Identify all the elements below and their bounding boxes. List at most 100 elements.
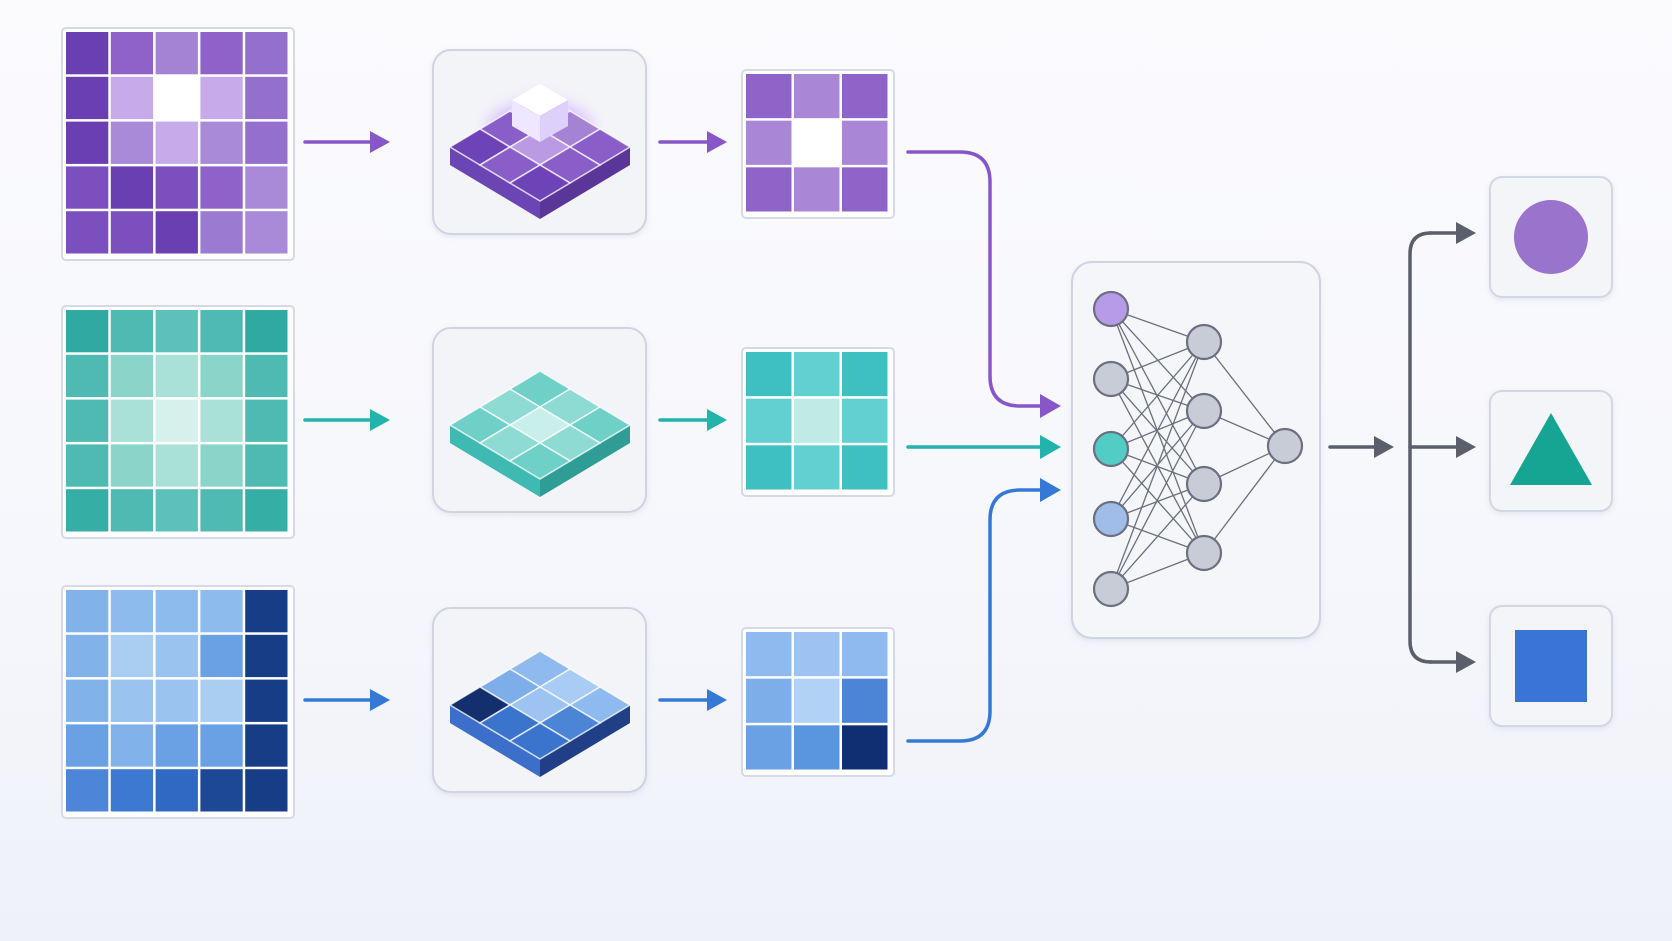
grid-cell: [794, 678, 840, 723]
grid-cell: [245, 679, 288, 722]
grid-cell: [842, 167, 888, 212]
grid-cell: [66, 211, 109, 254]
network-node: [1092, 360, 1130, 398]
grid-cell: [66, 679, 109, 722]
cube-right: [540, 100, 568, 142]
class-output-square: [1489, 605, 1613, 727]
network-node: [1092, 570, 1130, 608]
branch-arrow-2-head: [1456, 651, 1476, 673]
grid-cell: [746, 120, 792, 165]
highlight-cube: [512, 84, 568, 142]
grid-cell: [110, 310, 154, 353]
kernel-side-left: [450, 705, 540, 777]
grid-cell: [746, 678, 792, 723]
input-image-teal: [61, 305, 295, 539]
grid-cell: [842, 445, 888, 490]
grid-cell: [110, 211, 154, 254]
grid-cell: [155, 489, 198, 532]
grid-cell: [842, 632, 888, 677]
network-edge: [1110, 341, 1205, 520]
grid-cell: [746, 352, 792, 397]
grid-cell: [66, 399, 109, 442]
grid-cell: [245, 590, 288, 633]
network-edge: [1110, 483, 1205, 590]
feature-map-blue: [741, 627, 895, 777]
grid-cell: [110, 399, 154, 442]
grid-cell: [842, 398, 888, 443]
network-edge: [1203, 341, 1286, 447]
grid-cell: [155, 310, 198, 353]
grid-cell: [794, 74, 840, 119]
kernel-side-left: [450, 425, 540, 497]
class-branches: [1408, 222, 1476, 673]
grid-cell: [155, 76, 198, 120]
grid-cell: [794, 725, 840, 770]
triangle-icon: [1510, 413, 1592, 485]
grid-cell: [794, 445, 840, 490]
kernel-side-left: [450, 147, 540, 219]
grid-cell: [245, 489, 288, 532]
network-node: [1092, 500, 1130, 538]
grid-cell: [794, 120, 840, 165]
arrow-kernel-to-map-blue-head: [707, 689, 727, 711]
kernel-side-right: [540, 147, 630, 219]
grid-cell: [155, 399, 198, 442]
link-blue-head: [1040, 478, 1061, 502]
grid-cell: [245, 121, 288, 164]
grid-cell: [66, 354, 109, 398]
grid-cell: [66, 310, 109, 353]
link-purple-to-network: [906, 150, 1042, 408]
grid-cell: [200, 211, 243, 254]
kernel-side-right: [540, 425, 630, 497]
grid-cell: [200, 769, 243, 812]
grid-cell: [245, 769, 288, 812]
grid-cell: [110, 121, 154, 164]
grid-cell: [245, 399, 288, 442]
grid-cell: [110, 76, 154, 120]
grid-cell: [66, 724, 109, 767]
kernel-cell: [508, 722, 572, 760]
kernel-cell: [508, 164, 572, 202]
grid-cell: [155, 590, 198, 633]
feature-map-purple: [741, 69, 895, 219]
grid-cell: [66, 444, 109, 487]
grid-cell: [155, 211, 198, 254]
grid-cell: [110, 354, 154, 398]
grid-cell: [155, 634, 198, 678]
arrow-input-to-kernel-blue-head: [370, 689, 390, 711]
kernel-cell: [508, 442, 572, 480]
grid-cell: [200, 444, 243, 487]
class-output-triangle: [1489, 390, 1613, 512]
network-node: [1266, 427, 1304, 465]
grid-cell: [200, 310, 243, 353]
grid-cell: [155, 32, 198, 75]
grid-cell: [155, 724, 198, 767]
network-edge: [1110, 410, 1205, 590]
cube-left: [512, 100, 540, 142]
kernel-side-right: [540, 705, 630, 777]
grid-cell: [842, 678, 888, 723]
network-node: [1185, 323, 1223, 361]
arrow-kernel-to-map-purple-head: [707, 131, 727, 153]
network-node: [1185, 465, 1223, 503]
network-edge: [1203, 445, 1286, 554]
grid-cell: [245, 724, 288, 767]
square-icon: [1515, 630, 1587, 702]
grid-cell: [110, 489, 154, 532]
link-purple-head: [1040, 394, 1061, 418]
grid-cell: [746, 445, 792, 490]
grid-cell: [200, 489, 243, 532]
grid-cell: [746, 632, 792, 677]
grid-cell: [155, 769, 198, 812]
grid-cell: [746, 74, 792, 119]
grid-cell: [746, 398, 792, 443]
grid-cell: [200, 399, 243, 442]
kernel-teal: [448, 370, 632, 497]
grid-cell: [155, 166, 198, 209]
grid-cell: [746, 725, 792, 770]
grid-cell: [155, 679, 198, 722]
arrow-network-to-classes-head: [1374, 436, 1394, 458]
grid-cell: [110, 444, 154, 487]
grid-cell: [794, 398, 840, 443]
grid-cell: [200, 634, 243, 678]
